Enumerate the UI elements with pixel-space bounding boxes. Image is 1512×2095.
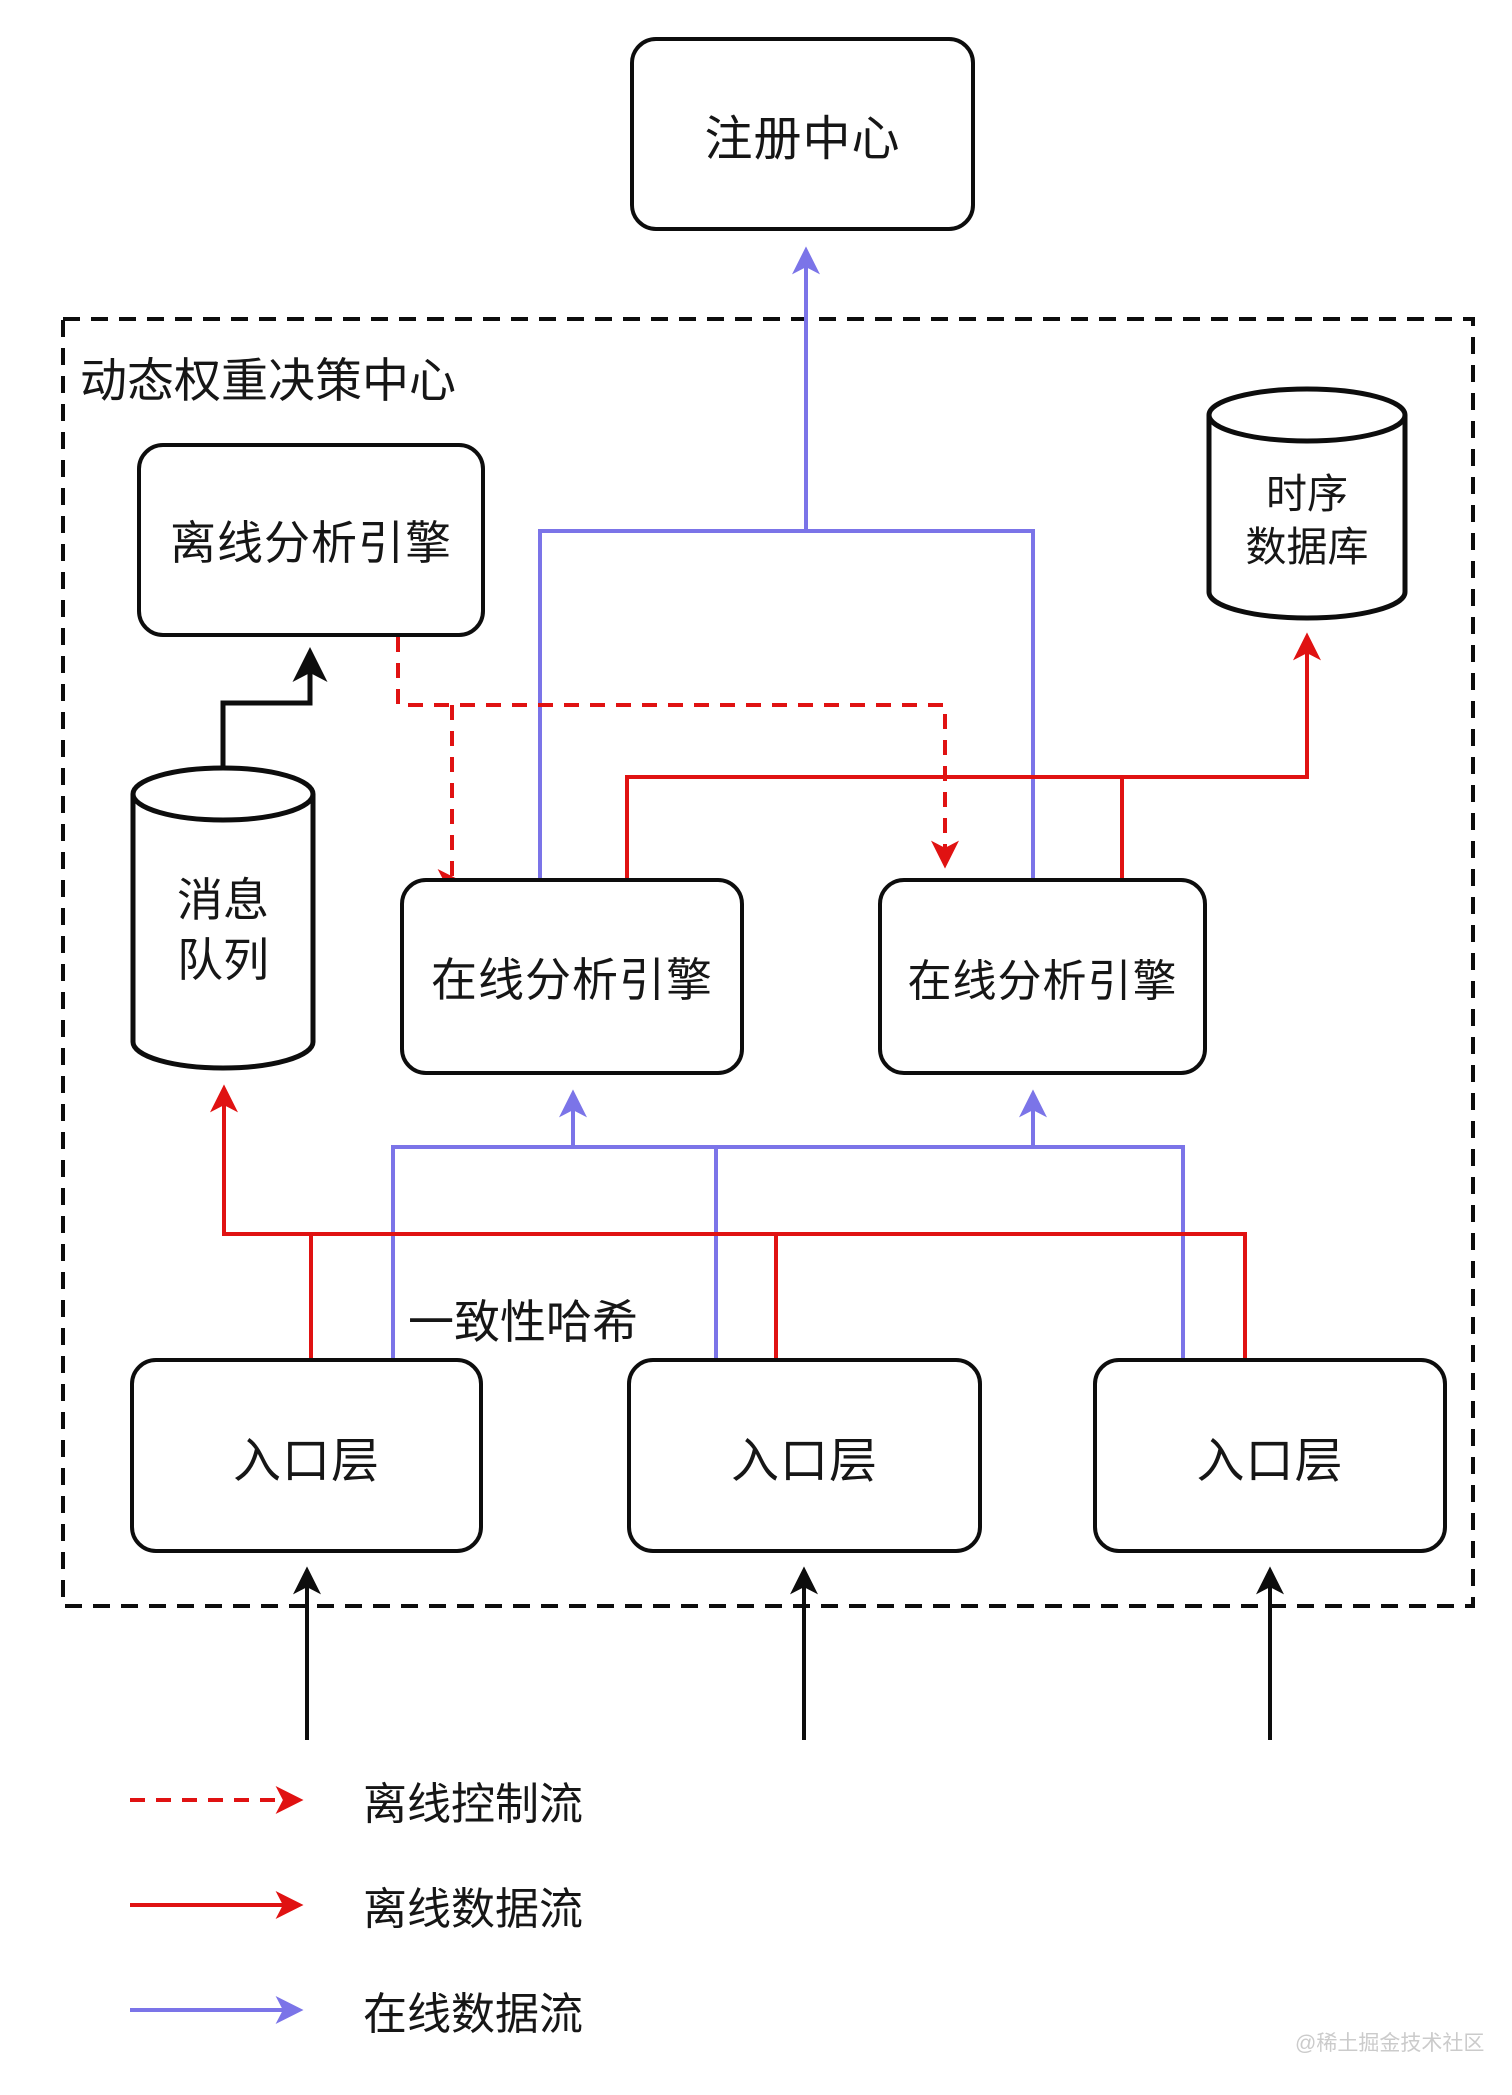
wire-mq-to-offline-engine (220, 647, 328, 768)
node-registry: 注册中心 (630, 37, 975, 231)
wire-control-offline-to-online1 (437, 705, 466, 897)
legend-online-data-label: 在线数据流 (363, 1990, 583, 2039)
consistent-hash-label: 一致性哈希 (408, 1296, 638, 1348)
node-entry-2-label: 入口层 (730, 1434, 878, 1488)
watermark: @稀土掘金技术社区 (1295, 2032, 1485, 2055)
node-online-engine-2: 在线分析引擎 (878, 878, 1207, 1075)
legend-offline-data-label: 离线数据流 (363, 1885, 583, 1934)
legend-solid-red-arrow (130, 1891, 304, 1919)
message-queue-cylinder (130, 765, 316, 1071)
node-entry-2: 入口层 (627, 1358, 982, 1553)
legend-offline-control-label: 离线控制流 (363, 1780, 583, 1829)
node-offline-engine-label: 离线分析引擎 (170, 517, 452, 569)
wire-entry-bus-online (391, 1145, 1185, 1358)
wire-online1-to-tsdb (625, 632, 1321, 883)
node-entry-3-label: 入口层 (1196, 1434, 1344, 1488)
legend-solid-blue-arrow (130, 1996, 304, 2024)
wire-entry-bus-offline (210, 1084, 1247, 1358)
decision-center-container (61, 317, 1475, 1608)
tsdb-cylinder (1206, 386, 1408, 621)
message-queue-label: 消息 队列 (177, 874, 269, 986)
legend-row-offline-control: 离线控制流 (128, 1768, 583, 1832)
node-entry-3: 入口层 (1093, 1358, 1447, 1553)
legend-row-offline-data: 离线数据流 (128, 1873, 583, 1937)
node-offline-engine: 离线分析引擎 (137, 443, 485, 637)
node-entry-1-label: 入口层 (232, 1434, 380, 1488)
node-online-engine-2-label: 在线分析引擎 (907, 956, 1178, 1006)
node-registry-label: 注册中心 (704, 113, 901, 166)
wire-control-offline-to-online2 (396, 637, 959, 869)
decision-center-label: 动态权重决策中心 (80, 354, 456, 407)
node-online-engine-1-label: 在线分析引擎 (431, 953, 713, 1006)
node-online-engine-1: 在线分析引擎 (400, 878, 744, 1075)
legend-dashed-red-arrow (130, 1786, 304, 1814)
node-entry-1: 入口层 (130, 1358, 483, 1553)
legend-row-online-data: 在线数据流 (128, 1978, 583, 2042)
tsdb-label: 时序 数据库 (1245, 470, 1369, 570)
